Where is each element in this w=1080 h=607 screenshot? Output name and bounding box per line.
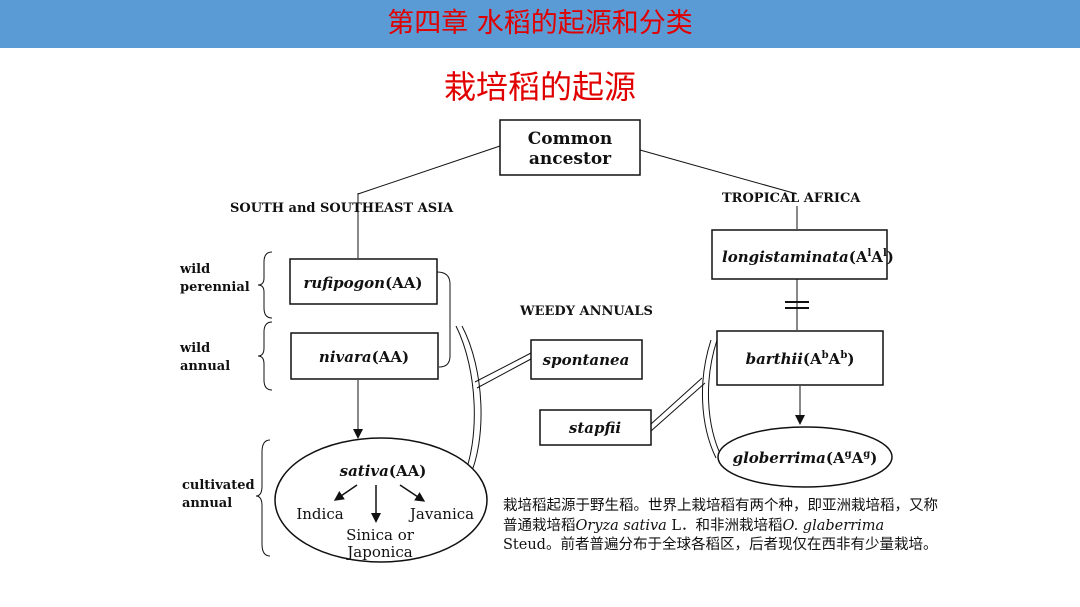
link-spontanea-b	[476, 358, 532, 389]
barthii-box	[716, 330, 884, 386]
header-bar	[0, 0, 1080, 48]
link-stapfii-b	[650, 382, 706, 432]
nivara-box	[290, 332, 439, 380]
glaberrima-ellipse	[717, 426, 893, 488]
rufipogon-nivara-link	[436, 271, 451, 368]
barthii-label: barthii(AbAb)	[746, 350, 855, 368]
longistaminata-label: longistaminata(AlAl)	[722, 248, 894, 266]
sinica-label-line1: Sinica or	[346, 526, 415, 544]
chapter-title: 第四章 水稻的起源和分类	[387, 8, 693, 39]
sativa-ellipse	[274, 437, 488, 563]
curve-glaberrima-inner	[707, 339, 723, 459]
sativa-label: sativa(AA)	[340, 462, 427, 480]
row-label-wild-perennial-2: perennial	[180, 280, 250, 295]
common-ancestor-box	[499, 119, 641, 176]
connector-ancestor-asia	[357, 145, 501, 195]
curve-sativa-inner	[461, 325, 482, 479]
glaberrima-label: globerrima(AgAg)	[733, 449, 878, 467]
rufipogon-box	[289, 258, 438, 305]
arrow-sativa-javanica	[399, 484, 426, 502]
row-label-wild-perennial-1: wild	[179, 262, 210, 277]
rufipogon-label: rufipogon(AA)	[303, 274, 422, 292]
link-spontanea-a	[474, 352, 532, 383]
brace-cultivated	[255, 439, 271, 557]
row-label-cultivated-1: cultivated	[182, 478, 255, 493]
sinica-label-line2: Japonica	[345, 543, 412, 561]
species-name-glaberrima: O. glaberrima	[782, 517, 885, 534]
region-africa-label: TROPICAL AFRICA	[722, 191, 861, 206]
common-ancestor-line2: ancestor	[529, 149, 612, 169]
stapfii-box	[539, 409, 652, 446]
link-stapfii-a	[650, 377, 703, 425]
arrow-sativa-indica	[333, 484, 358, 501]
connector-ancestor-africa	[639, 149, 798, 195]
caption-text: 栽培稻起源于野生稻。世界上栽培稻有两个种，即亚洲栽培稻，又称普通栽培稻Oryza…	[503, 498, 938, 553]
indica-label: Indica	[296, 505, 343, 523]
javanica-label: Javanica	[408, 505, 474, 523]
spontanea-label: spontanea	[543, 351, 630, 369]
weedy-annuals-label: WEEDY ANNUALS	[519, 304, 653, 319]
species-name-sativa: Oryza sativa	[575, 517, 667, 534]
slide-title: 栽培稻的起源	[443, 68, 636, 106]
nivara-label: nivara(AA)	[319, 348, 409, 366]
curve-glaberrima-outer	[701, 339, 717, 459]
common-ancestor-line1: Common	[528, 129, 613, 149]
brace-wild-perennial	[257, 251, 273, 319]
longistaminata-box	[711, 229, 888, 280]
stapfii-label: stapfii	[569, 419, 621, 437]
row-label-cultivated-2: annual	[182, 496, 232, 511]
region-asia-label: SOUTH and SOUTHEAST ASIA	[230, 201, 454, 216]
spontanea-box	[530, 339, 643, 380]
row-label-wild-annual-2: annual	[180, 359, 230, 374]
row-label-wild-annual-1: wild	[179, 341, 210, 356]
curve-sativa-outer	[455, 325, 475, 479]
brace-wild-annual	[257, 321, 273, 391]
